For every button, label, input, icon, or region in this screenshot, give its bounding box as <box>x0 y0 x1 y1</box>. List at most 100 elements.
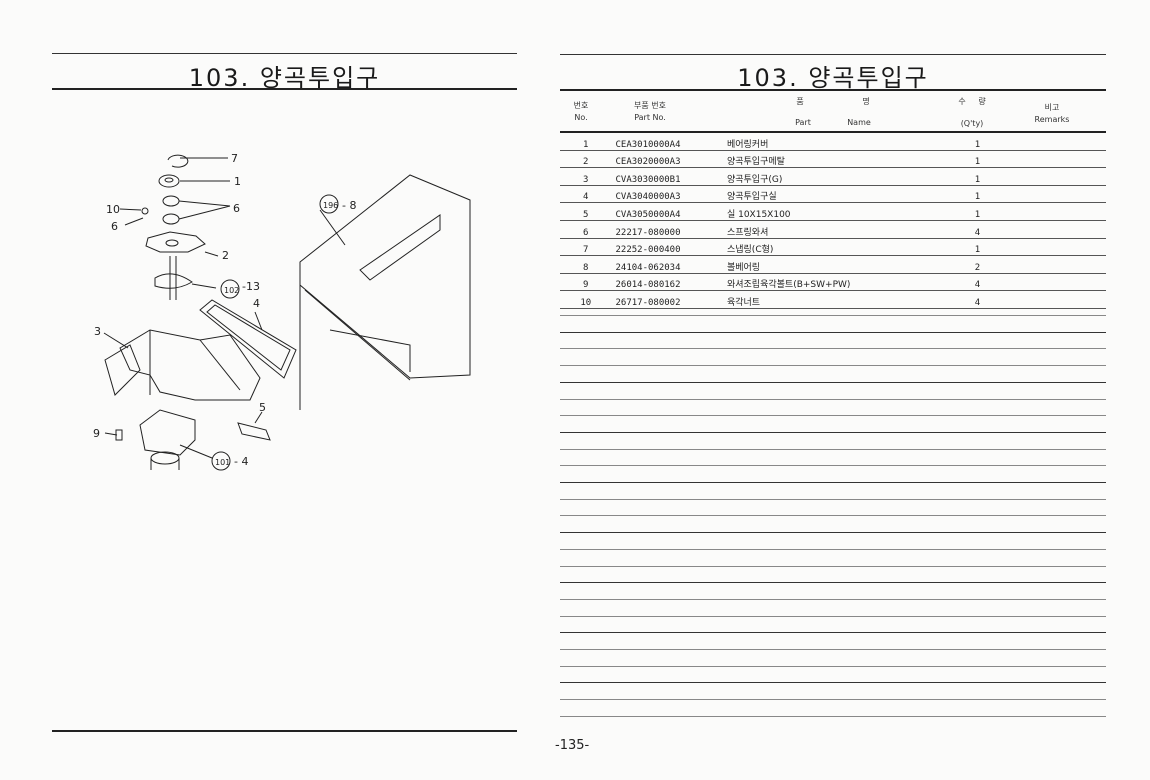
ruled-line <box>560 598 1106 600</box>
header-part-kr: 부품 번호 <box>634 101 666 110</box>
cell-qty: 2 <box>947 255 1008 274</box>
callout-3: 3 <box>94 325 101 338</box>
cell-name: 스냅링(C형) <box>724 238 948 257</box>
cell-part: 26717-080002 <box>611 290 725 309</box>
cell-no: 9 <box>560 273 612 292</box>
bearing-cover-part <box>158 174 180 188</box>
header-no: 번호 No. <box>560 100 602 124</box>
cell-no: 3 <box>560 167 612 186</box>
ruled-line <box>560 398 1106 400</box>
cell-name: 실 10X15X100 <box>724 202 948 221</box>
cell-part: CEA3020000A3 <box>611 150 725 169</box>
cell-part: CVA3030000B1 <box>611 167 725 186</box>
ruled-line <box>560 498 1106 500</box>
header-qty-kr2: 량 <box>978 97 986 106</box>
cell-part: CEA3010000A4 <box>611 133 725 151</box>
cell-remarks <box>1007 150 1106 169</box>
cell-qty: 1 <box>947 185 1008 204</box>
cell-qty: 1 <box>947 133 1008 151</box>
ruled-line <box>560 365 1106 367</box>
cell-name: 양곡투입구실 <box>724 185 948 204</box>
left-page-title: 103. 양곡투입구 <box>188 64 381 92</box>
snap-ring-part <box>167 154 189 168</box>
metal-bracket-part <box>145 231 206 253</box>
cell-remarks <box>1007 167 1106 186</box>
cell-remarks <box>1007 133 1106 151</box>
ruled-line <box>560 632 1106 634</box>
header-qty-kr1: 수 <box>958 97 966 106</box>
ruled-line <box>560 665 1106 667</box>
callout-4: 4 <box>253 297 260 310</box>
cell-no: 1 <box>560 133 612 151</box>
callout-196: 196 <box>323 201 338 210</box>
ruled-line <box>560 582 1106 584</box>
header-part-number: 부품 번호 Part No. <box>610 100 690 124</box>
callout-4b: - 4 <box>234 455 248 468</box>
header-part-en: Part No. <box>634 113 666 122</box>
header-qty-en: (Q'ty) <box>960 119 984 128</box>
cell-name: 양곡투입구(G) <box>724 167 948 186</box>
right-page-title: 103. 양곡투입구 <box>737 64 929 92</box>
callout-6b: 6 <box>111 220 118 233</box>
cell-qty: 4 <box>947 273 1008 292</box>
cell-no: 7 <box>560 238 612 257</box>
right-title-top-rule <box>560 54 1106 55</box>
callout-5: 5 <box>259 401 266 414</box>
callout-1: 1 <box>234 175 241 188</box>
header-bottom-rule <box>560 131 1106 133</box>
callout-8: - 8 <box>342 199 356 212</box>
cell-part: 22217-080000 <box>611 220 725 239</box>
callout-7: 7 <box>231 152 238 165</box>
ruled-line <box>560 482 1106 483</box>
header-remarks-en: Remarks <box>1034 115 1070 124</box>
header-name-kr2: 명 <box>862 97 870 106</box>
ruled-line <box>560 649 1106 650</box>
ruled-line <box>560 682 1106 684</box>
header-no-en: No. <box>574 113 588 122</box>
ruled-line <box>560 431 1106 433</box>
ruled-line <box>560 715 1106 717</box>
cell-remarks <box>1007 255 1106 274</box>
cell-no: 2 <box>560 150 612 169</box>
cell-qty: 4 <box>947 220 1008 239</box>
cell-name: 양곡투입구메탈 <box>724 150 948 169</box>
ruled-line <box>560 615 1106 617</box>
header-no-kr: 번호 <box>573 101 589 110</box>
cell-name: 스프링와셔 <box>724 220 948 239</box>
cell-part: 24104-062034 <box>611 255 725 274</box>
cell-qty: 4 <box>947 290 1008 309</box>
cell-part: CVA3050000A4 <box>611 202 725 221</box>
ruled-line <box>560 515 1106 517</box>
ruled-line <box>560 315 1106 316</box>
ruled-line <box>560 548 1106 550</box>
right-title-bottom-rule <box>560 89 1106 91</box>
callout-102: 102 <box>224 286 239 295</box>
page-number: -135- <box>555 738 590 753</box>
cell-remarks <box>1007 202 1106 221</box>
cell-no: 10 <box>560 290 612 309</box>
title-top-rule <box>52 53 517 54</box>
left-page: 103. 양곡투입구 <box>0 0 548 780</box>
header-remarks-kr: 비고 <box>1044 103 1060 112</box>
seal-frame-part <box>199 299 297 379</box>
ruled-line <box>560 381 1106 383</box>
exploded-parts-diagram: 7 1 6 10 6 2 196 - 8 102 -13 4 3 5 9 101… <box>93 152 471 471</box>
ruled-line <box>560 348 1106 350</box>
hopper-body-part <box>119 329 261 401</box>
cell-qty: 1 <box>947 150 1008 169</box>
header-name-kr1: 품 <box>796 97 804 106</box>
callout-10: 10 <box>106 203 120 216</box>
ball-bearing-part <box>162 195 180 207</box>
right-page <box>548 0 1150 780</box>
cell-name: 육각너트 <box>724 290 948 309</box>
header-name-en2: Name <box>847 118 871 127</box>
